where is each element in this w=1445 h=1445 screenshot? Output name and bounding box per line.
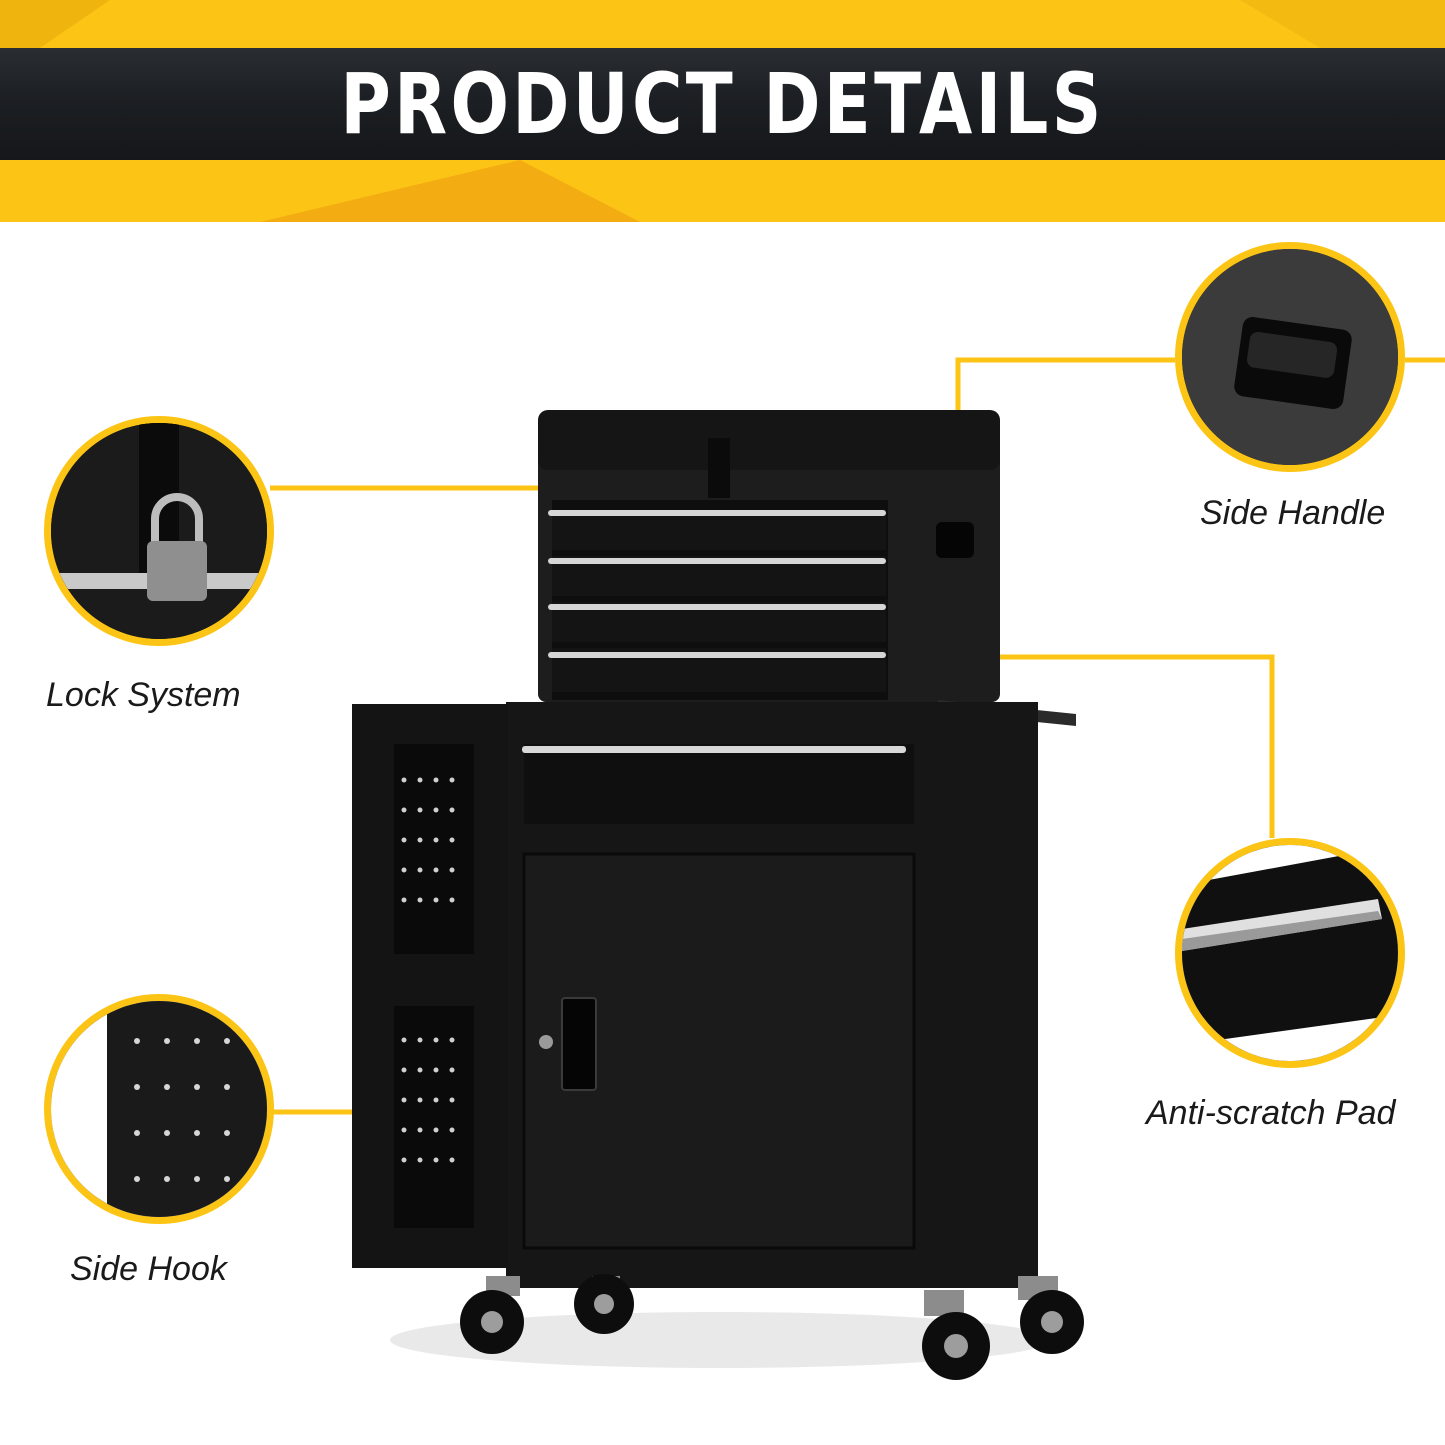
- side-pegboard-unit: [352, 704, 508, 1268]
- top-chest: [538, 410, 1000, 702]
- page-title: PRODUCT DETAILS: [340, 55, 1105, 153]
- side-handle-zoom: [1175, 242, 1405, 472]
- side-hook-label: Side Hook: [70, 1250, 227, 1288]
- anti-scratch-pad-zoom: [1175, 838, 1405, 1068]
- pegboard-icon: [51, 1001, 267, 1217]
- casters: [390, 1274, 1084, 1380]
- lock-system-zoom: [44, 416, 274, 646]
- padlock-icon: [51, 423, 267, 639]
- lock-system-label: Lock System: [46, 676, 241, 714]
- header-banner: PRODUCT DETAILS: [0, 0, 1445, 222]
- drawer-pull-icon: [1182, 845, 1398, 1061]
- recessed-handle-icon: [1182, 249, 1398, 465]
- bottom-cabinet: [506, 702, 1038, 1288]
- banner-strip: [0, 48, 1445, 160]
- banner-decoration: [0, 0, 1445, 222]
- side-hook-zoom: [44, 994, 274, 1224]
- side-handle-label: Side Handle: [1200, 494, 1386, 532]
- anti-scratch-pad-label: Anti-scratch Pad: [1146, 1094, 1396, 1132]
- top-drawers: [548, 510, 886, 692]
